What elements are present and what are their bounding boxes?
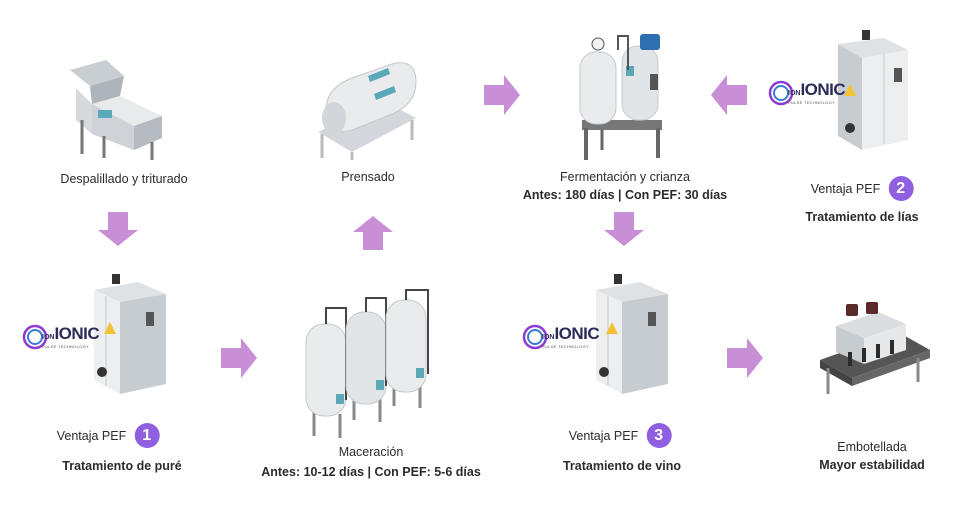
advantage-title-3: Tratamiento de vino [562, 459, 682, 473]
destemmer-machine-illustration [70, 60, 162, 160]
pef-cabinet-puree-illustration [94, 274, 166, 394]
advantage-title-1: Tratamiento de puré [62, 459, 182, 473]
arrow-down-fermentation-to-wine [604, 212, 644, 246]
advantage-2: Ventaja PEF 2 [811, 176, 914, 201]
step-label-maceration: Maceración [338, 445, 404, 459]
step-label-fermentation: Fermentación y crianza [560, 170, 690, 184]
arrow-right-pressing-to-fermentation [484, 75, 520, 115]
ionic-logo-puree: IONIONIC PULSE TECHNOLOGY [22, 324, 100, 350]
ionic-logo-ring-icon [522, 324, 548, 350]
advantage-prefix: Ventaja PEF [568, 428, 639, 443]
advantage-1: Ventaja PEF 1 [57, 423, 160, 448]
logo-name: IONIC [54, 324, 100, 343]
step-detail-bottling: Mayor estabilidad [819, 458, 925, 472]
logo-name: IONIC [554, 324, 600, 343]
arrow-down-destemming-to-puree [98, 212, 138, 246]
advantage-prefix: Ventaja PEF [56, 428, 127, 443]
advantage-3: Ventaja PEF 3 [569, 423, 672, 448]
maceration-tanks-illustration [305, 289, 429, 438]
ionic-logo-ring-icon [22, 324, 48, 350]
ionic-logo-ring-icon [768, 80, 794, 106]
bottling-line-illustration [820, 302, 930, 394]
logo-tagline: PULSE TECHNOLOGY [788, 100, 835, 105]
step-label-pressing: Prensado [341, 170, 395, 184]
advantage-title-2: Tratamiento de lías [805, 210, 919, 224]
step-label-destemming: Despalillado y triturado [60, 172, 188, 186]
arrow-right-wine-to-bottling [727, 338, 763, 378]
pef-cabinet-wine-illustration [596, 274, 668, 394]
logo-prefix: ION [542, 334, 555, 341]
logo-tagline: PULSE TECHNOLOGY [542, 344, 589, 349]
arrow-right-puree-to-maceration [221, 338, 257, 378]
arrow-up-maceration-to-pressing [353, 216, 393, 250]
logo-tagline: PULSE TECHNOLOGY [42, 344, 89, 349]
fermentation-tanks-illustration [579, 34, 662, 160]
step-label-bottling: Embotellada [837, 440, 907, 454]
press-tank-illustration [318, 62, 417, 160]
ionic-logo-wine: IONIONIC PULSE TECHNOLOGY [522, 324, 600, 350]
arrow-left-lees-to-fermentation [711, 75, 747, 115]
logo-prefix: ION [788, 90, 801, 97]
advantage-prefix: Ventaja PEF [810, 181, 881, 196]
logo-name: IONIC [800, 80, 846, 99]
ionic-logo-lees: IONIONIC PULSE TECHNOLOGY [768, 80, 846, 106]
advantage-number-badge: 3 [646, 423, 672, 448]
step-detail-maceration: Antes: 10-12 días | Con PEF: 5-6 días [261, 465, 481, 479]
step-detail-fermentation: Antes: 180 días | Con PEF: 30 días [522, 188, 728, 202]
advantage-number-badge: 1 [134, 423, 160, 448]
advantage-number-badge: 2 [888, 176, 914, 201]
logo-prefix: ION [42, 334, 55, 341]
pef-cabinet-lees-illustration [838, 30, 908, 150]
